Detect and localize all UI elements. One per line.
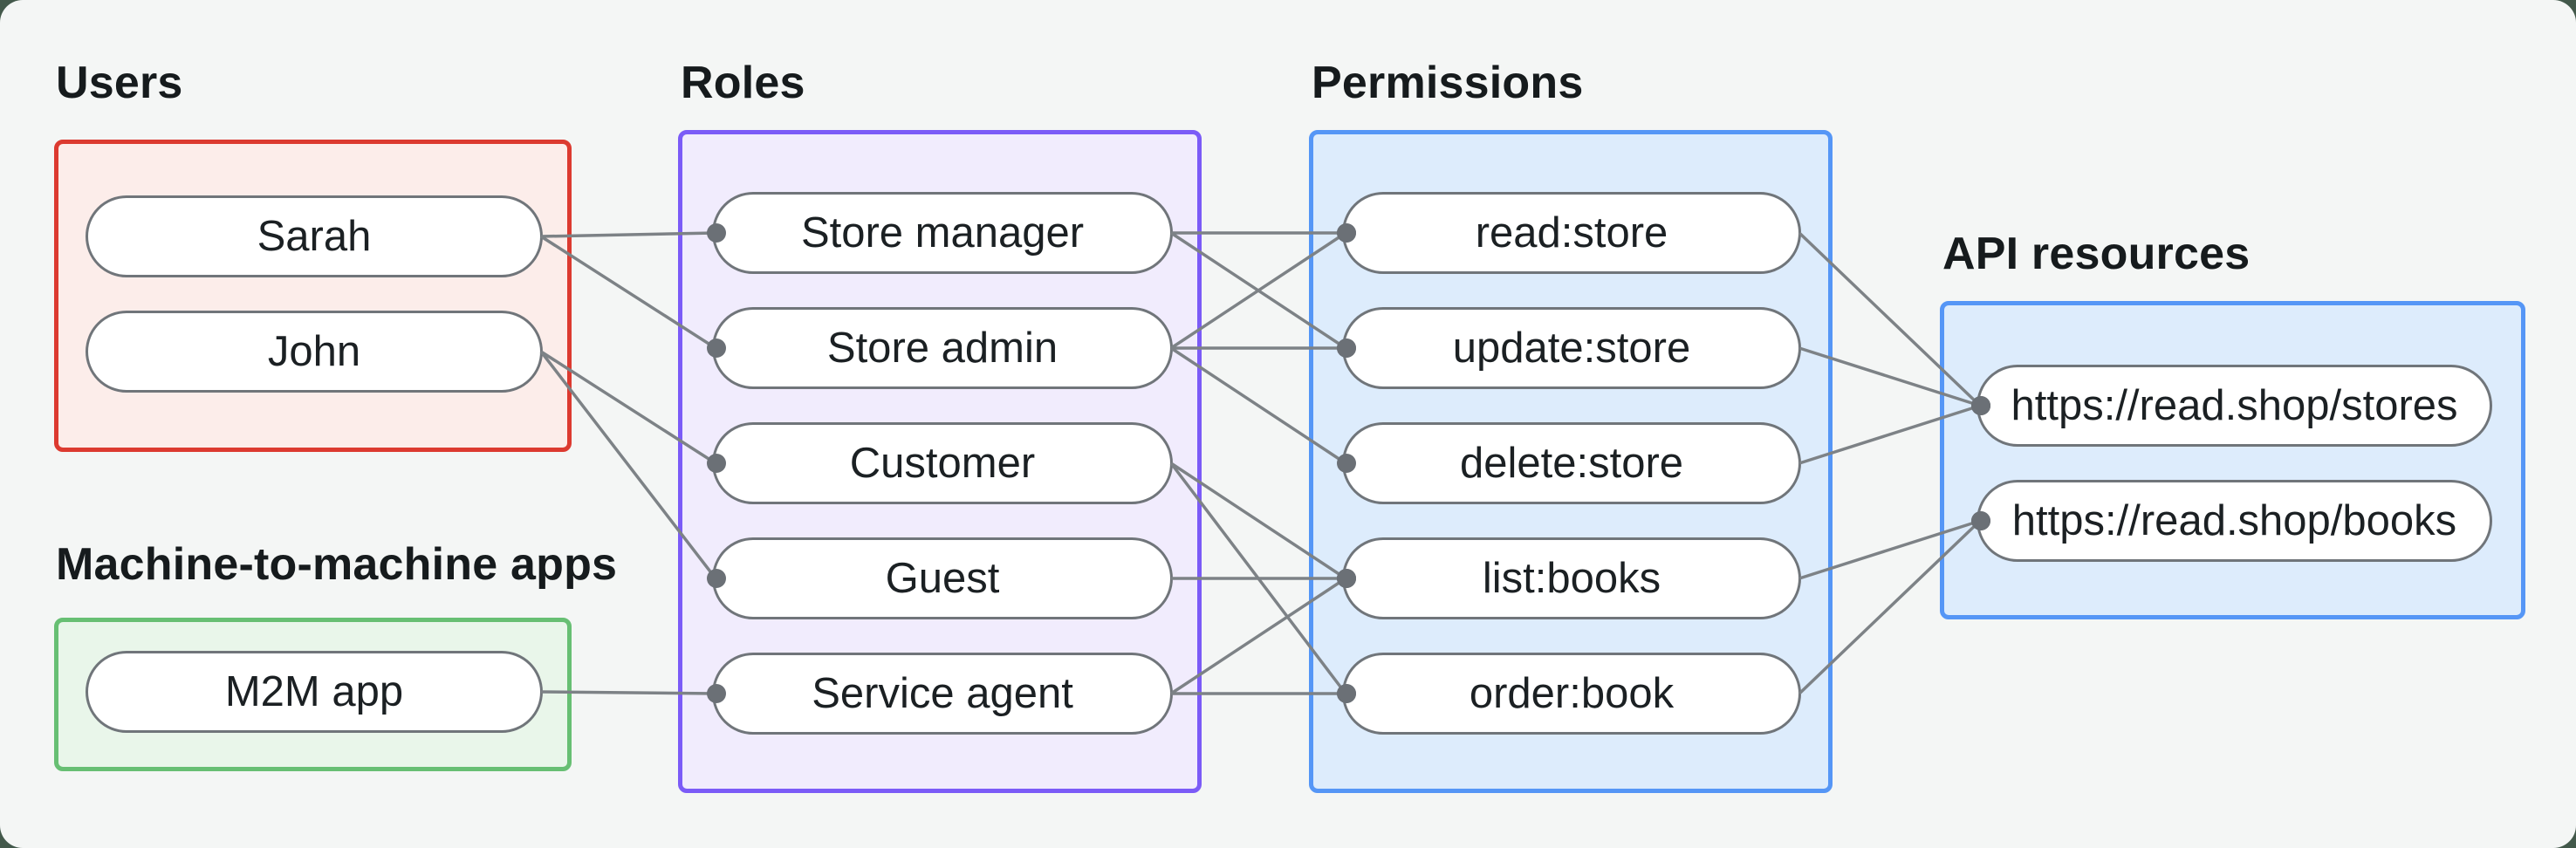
group-label-permissions: Permissions — [1312, 58, 1584, 108]
node-john: John — [86, 311, 543, 393]
group-users — [54, 140, 572, 452]
node-service-agent: Service agent — [712, 653, 1173, 735]
group-label-m2m: Machine-to-machine apps — [56, 539, 618, 590]
node-list-books: list:books — [1342, 537, 1801, 619]
node-stores-api: https://read.shop/stores — [1977, 365, 2492, 447]
group-label-api-resources: API resources — [1942, 229, 2251, 279]
node-read-store: read:store — [1342, 192, 1801, 274]
node-store-manager: Store manager — [712, 192, 1173, 274]
node-order-book: order:book — [1342, 653, 1801, 735]
node-customer: Customer — [712, 422, 1173, 504]
group-api-resources — [1940, 301, 2525, 619]
group-label-users: Users — [56, 58, 183, 108]
group-label-roles: Roles — [681, 58, 805, 108]
node-guest: Guest — [712, 537, 1173, 619]
node-m2m-app: M2M app — [86, 651, 543, 733]
node-store-admin: Store admin — [712, 307, 1173, 389]
node-delete-store: delete:store — [1342, 422, 1801, 504]
node-books-api: https://read.shop/books — [1977, 480, 2492, 562]
node-update-store: update:store — [1342, 307, 1801, 389]
node-sarah: Sarah — [86, 195, 543, 277]
